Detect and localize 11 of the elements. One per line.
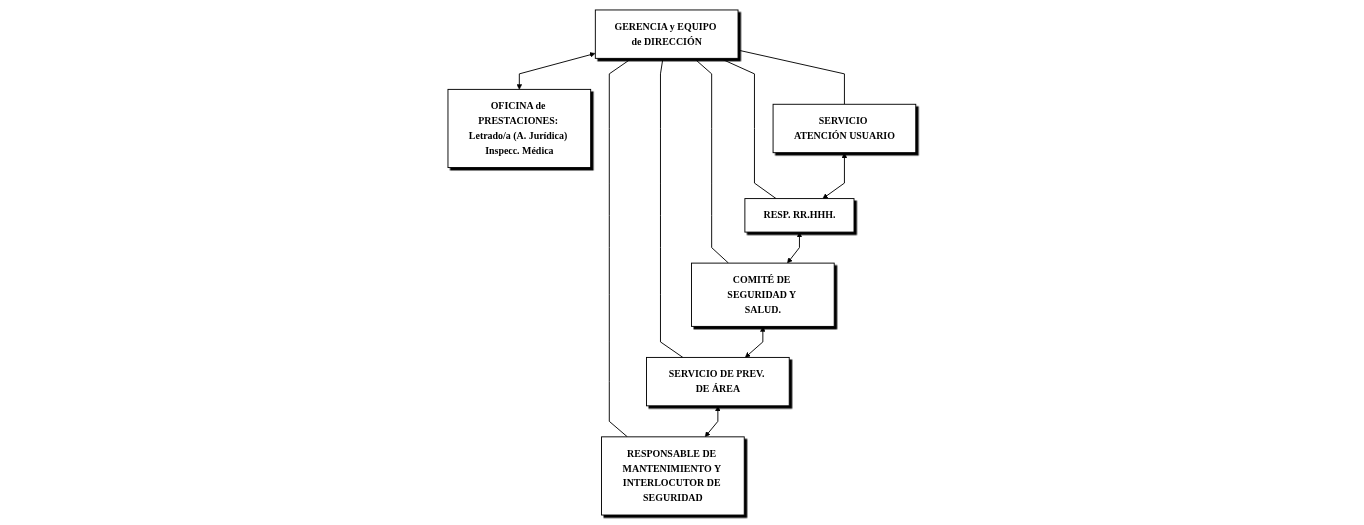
- connector: [737, 49, 845, 105]
- node-box: OFICINA de PRESTACIONES: Letrado/a (A. Jurídica) Inspecc. Médica: [447, 88, 592, 169]
- node-box: COMITÉ DE SEGURIDAD Y SALUD.: [691, 262, 835, 327]
- node-box: GERENCIA y EQUIPO de DIRECCIÓN: [595, 9, 739, 59]
- connector: [693, 57, 730, 264]
- connector: [608, 57, 633, 438]
- connector: [660, 57, 684, 358]
- node-box: RESPONSABLE DE MANTENIMIENTO Y INTERLOCUTOR DE SEGURIDAD: [601, 436, 745, 516]
- node-box: SERVICIO ATENCIÓN USUARIO: [772, 103, 917, 154]
- node-box: SERVICIO DE PREV. DE ÁREA: [646, 356, 790, 407]
- node-box: RESP. RR.HHH.: [744, 198, 855, 233]
